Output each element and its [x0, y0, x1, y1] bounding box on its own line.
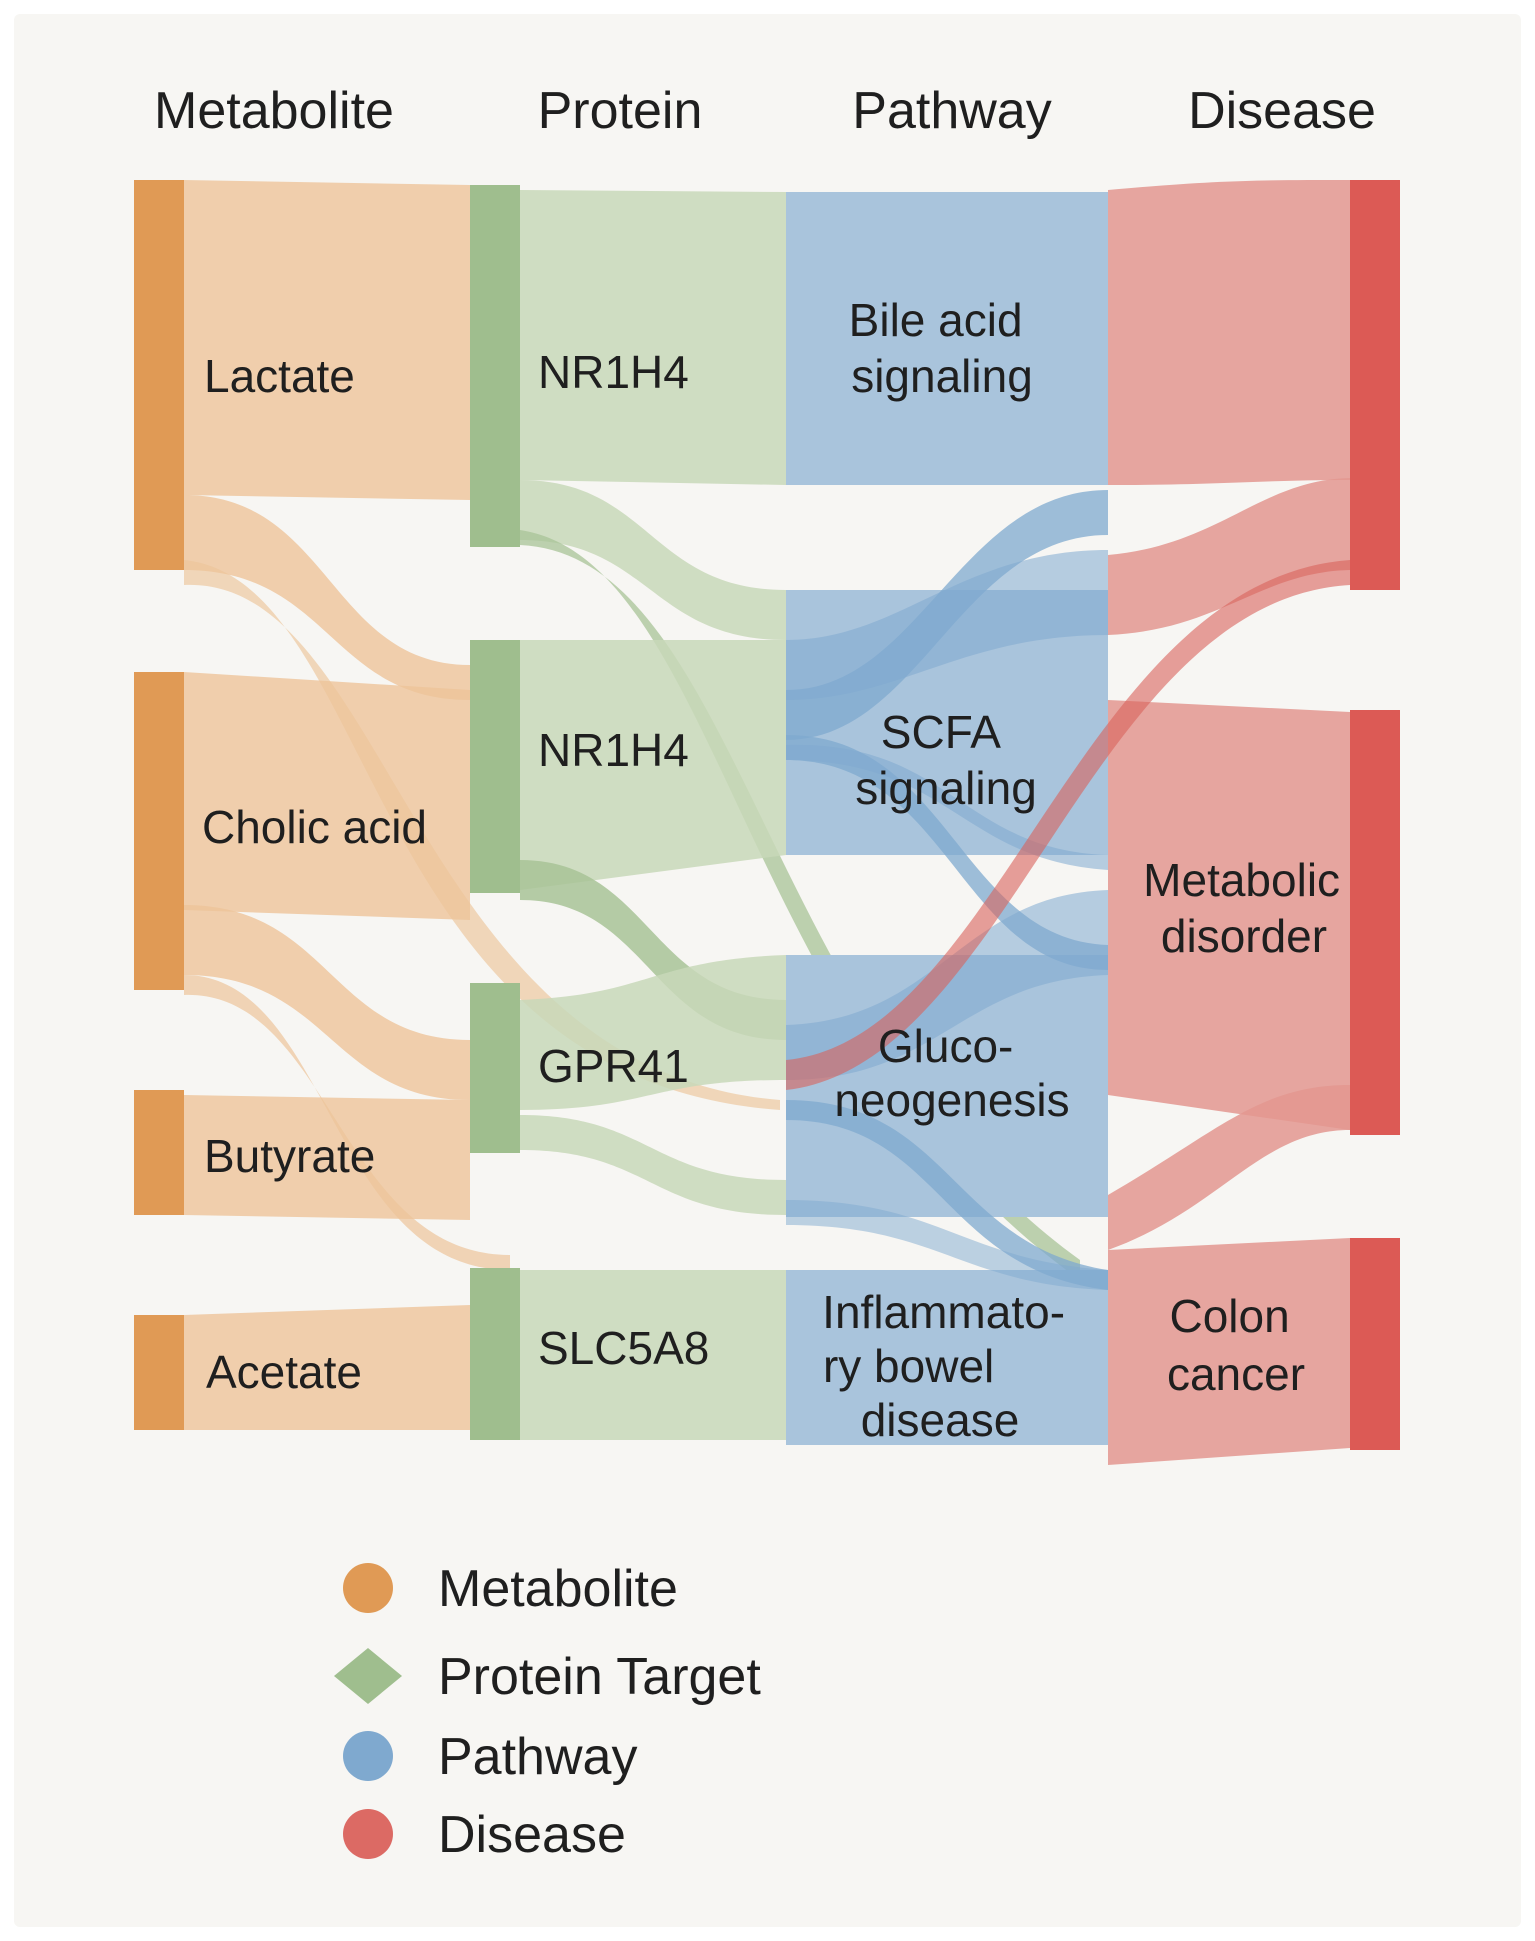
flow-nr1h4b-scfa — [520, 640, 786, 890]
node-nr1h4-b — [470, 640, 520, 893]
node-slc5a8 — [470, 1268, 520, 1440]
legend-pathway-label: Pathway — [438, 1728, 637, 1786]
disease-nodes — [1350, 180, 1400, 1450]
metabolite-nodes — [134, 180, 184, 1430]
protein-nodes — [470, 185, 520, 1440]
flow-nr1h4-bile-acid — [520, 190, 786, 485]
flow-slc5a8-ibd — [520, 1270, 786, 1440]
legend-disease-label: Disease — [438, 1806, 626, 1864]
node-cholic-acid — [134, 672, 184, 990]
node-butyrate — [134, 1090, 184, 1215]
flow-gpr41-gluco — [520, 955, 786, 1110]
label-colon-cancer: Colon cancer — [1167, 1290, 1305, 1400]
label-lactate: Lactate — [204, 350, 355, 402]
flow-bile-disease — [1108, 180, 1350, 485]
node-metabolic-disorder — [1350, 710, 1400, 1135]
legend-metabolite-label: Metabolite — [438, 1560, 678, 1618]
label-gluconeogenesis: Gluco- neogenesis — [834, 1020, 1069, 1126]
label-bile-acid-signaling: Bile acid signaling — [849, 294, 1036, 402]
node-bile-acid-signaling — [786, 192, 1108, 485]
column-header-pathway: Pathway — [852, 82, 1051, 140]
flow-acetate-slc5a8 — [184, 1305, 470, 1430]
node-disease-top — [1350, 180, 1400, 590]
label-nr1h4-b: NR1H4 — [538, 724, 689, 776]
legend-protein-target-icon — [334, 1648, 402, 1704]
flow-scfa-metabolic-b — [786, 744, 1108, 870]
label-gpr41: GPR41 — [538, 1040, 689, 1092]
flows-metabolite-to-protein — [184, 180, 780, 1430]
column-header-metabolite: Metabolite — [154, 82, 394, 140]
label-ibd: Inflammato- ry bowel disease — [822, 1286, 1078, 1446]
flow-gpr41-gluco-b — [520, 1115, 786, 1215]
legend-pathway-icon — [343, 1731, 393, 1781]
flow-butyrate-gpr41 — [184, 1095, 470, 1220]
flow-metabolic-disease — [1108, 700, 1350, 1130]
flow-gluco-colon — [786, 1100, 1108, 1290]
column-header-disease: Disease — [1188, 82, 1376, 140]
flow-scfa-disease — [1108, 478, 1350, 635]
flow-cholic-gpr41 — [184, 905, 470, 1100]
legend-disease-icon — [343, 1809, 393, 1859]
legend: Metabolite Protein Target Pathway Diseas… — [334, 1560, 761, 1864]
label-metabolic-disorder: Metabolic disorder — [1143, 854, 1353, 962]
node-nr1h4-a — [470, 185, 520, 547]
legend-metabolite-icon — [343, 1563, 393, 1613]
flow-cholic-nr1h4 — [184, 672, 470, 920]
label-slc5a8: SLC5A8 — [538, 1322, 709, 1374]
flow-colon-disease — [1108, 1238, 1350, 1465]
flow-ibd-blue-join — [786, 1200, 1108, 1290]
flow-lactate-nr1h4-b — [184, 495, 470, 700]
node-gpr41 — [470, 983, 520, 1153]
flows-to-disease-red — [786, 180, 1350, 1465]
node-ibd — [786, 1270, 1108, 1445]
label-nr1h4-a: NR1H4 — [538, 346, 689, 398]
label-acetate: Acetate — [206, 1346, 362, 1398]
label-cholic-acid: Cholic acid — [202, 801, 427, 853]
flow-gluco-colon-red — [1108, 1085, 1350, 1250]
label-butyrate: Butyrate — [204, 1130, 375, 1182]
label-scfa-signaling: SCFA signaling — [855, 706, 1037, 814]
flow-lactate-nr1h4 — [184, 180, 470, 500]
flow-nr1h4-ibd — [520, 530, 1080, 1280]
node-lactate — [134, 180, 184, 570]
flows-protein-to-pathway — [520, 190, 1080, 1440]
flow-scfa-bile-crossing-b — [786, 550, 1108, 700]
node-colon-cancer — [1350, 1238, 1400, 1450]
legend-protein-target-label: Protein Target — [438, 1648, 761, 1706]
flow-nr1h4-scfa — [520, 480, 786, 640]
node-acetate — [134, 1315, 184, 1430]
flow-scfa-metabolic — [786, 735, 1108, 970]
column-header-protein: Protein — [538, 82, 703, 140]
